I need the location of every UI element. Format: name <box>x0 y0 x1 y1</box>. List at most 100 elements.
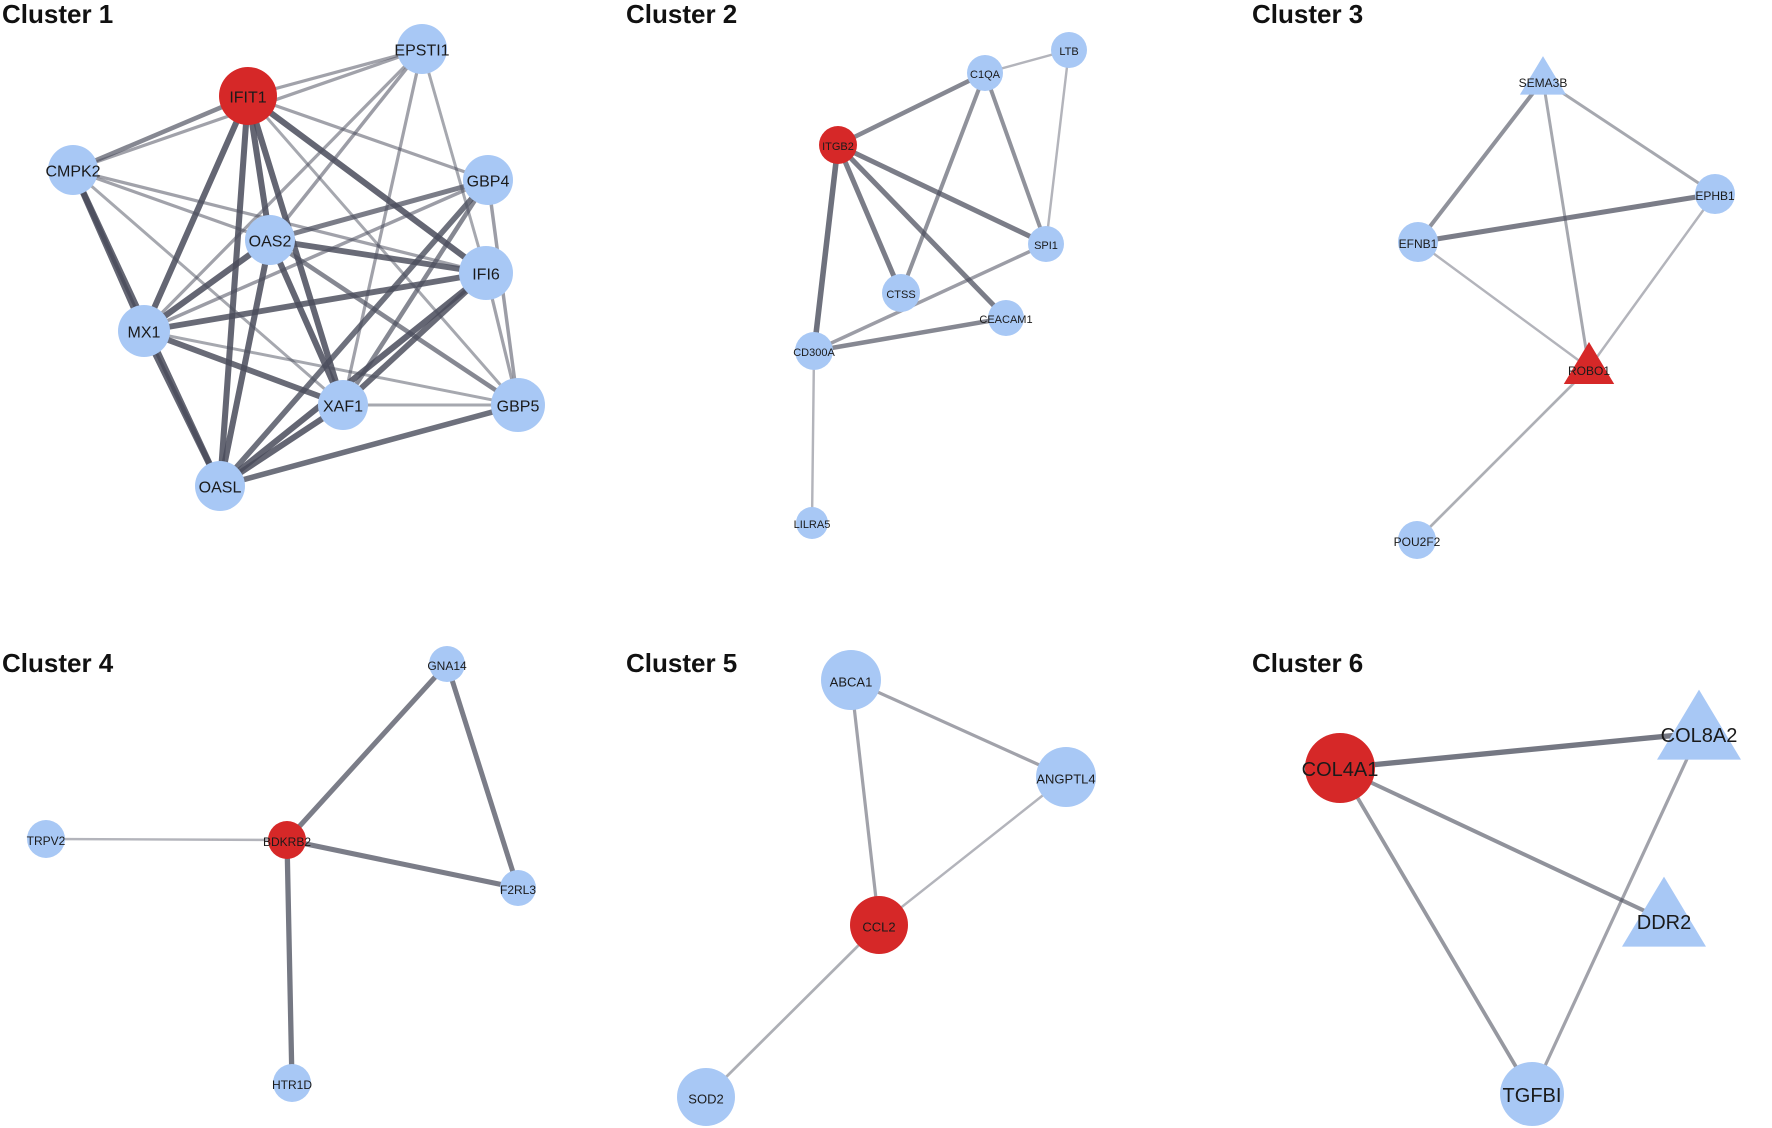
node-oas2-circle <box>245 215 295 265</box>
edge-itgb2-c1qa <box>835 70 988 148</box>
node-col8a2-triangle <box>1657 689 1741 760</box>
edge-cd300a-lilra5 <box>810 349 816 525</box>
node-ctss-circle <box>882 274 920 312</box>
node-efnb1[interactable]: EFNB1 <box>1398 222 1438 262</box>
node-oas2[interactable]: OAS2 <box>245 215 295 265</box>
node-mx1[interactable]: MX1 <box>118 305 170 357</box>
edge-mx1-xaf1 <box>141 328 346 408</box>
node-f2rl3[interactable]: F2RL3 <box>500 870 536 906</box>
node-col4a1[interactable]: COL4A1 <box>1302 733 1379 803</box>
node-label-ephb1: EPHB1 <box>1695 189 1735 203</box>
node-label-ceacam1: CEACAM1 <box>979 314 1032 326</box>
node-ephb1-circle <box>1695 174 1735 214</box>
node-spi1[interactable]: SPI1 <box>1028 226 1064 262</box>
node-ceacam1-circle <box>988 300 1024 336</box>
node-angptl4[interactable]: ANGPTL4 <box>1036 747 1096 807</box>
edge-sema3b-efnb1 <box>1416 78 1545 244</box>
node-xaf1[interactable]: XAF1 <box>318 380 368 430</box>
edge-mx1-gbp5 <box>142 329 520 407</box>
edge-itgb2-ctss <box>835 142 904 296</box>
node-label-gna14: GNA14 <box>427 659 467 673</box>
edge-sema3b-robo1 <box>1541 78 1591 370</box>
node-label-ctss: CTSS <box>886 289 915 301</box>
node-trpv2[interactable]: TRPV2 <box>27 820 66 858</box>
node-ctss[interactable]: CTSS <box>882 274 920 312</box>
node-label-trpv2: TRPV2 <box>27 834 66 848</box>
edge-mx1-oasl <box>140 327 224 490</box>
node-itgb2[interactable]: ITGB2 <box>819 126 857 164</box>
node-cd300a[interactable]: CD300A <box>793 332 835 370</box>
node-ccl2[interactable]: CCL2 <box>850 896 908 954</box>
edge-bdkrb2-htr1d <box>284 837 295 1086</box>
node-label-f2rl3: F2RL3 <box>500 883 536 897</box>
edge-col4a1-tgfbi <box>1338 766 1534 1096</box>
node-ifit1-circle <box>219 67 277 125</box>
node-oasl-circle <box>195 461 245 511</box>
edge-oas2-oasl <box>216 236 274 490</box>
node-lilra5-circle <box>796 507 828 539</box>
node-label-c1qa: C1QA <box>970 69 1001 81</box>
edge-gbp5-oasl <box>217 402 521 489</box>
node-robo1[interactable]: ROBO1 <box>1563 342 1615 384</box>
node-sema3b[interactable]: SEMA3B <box>1519 56 1568 95</box>
node-sod2-circle <box>677 1068 735 1126</box>
edge-cmpk2-oas2 <box>71 168 272 242</box>
node-gbp4[interactable]: GBP4 <box>463 155 513 205</box>
node-ddr2-triangle <box>1622 876 1706 947</box>
edge-trpv2-bdkrb2 <box>44 837 289 842</box>
node-htr1d-circle <box>273 1064 311 1102</box>
edge-ifit1-gbp4 <box>246 94 490 182</box>
node-label-xaf1: XAF1 <box>323 399 363 416</box>
node-gbp5[interactable]: GBP5 <box>491 378 545 432</box>
node-ceacam1[interactable]: CEACAM1 <box>979 300 1033 336</box>
node-f2rl3-circle <box>500 870 536 906</box>
node-ccl2-circle <box>850 896 908 954</box>
node-abca1[interactable]: ABCA1 <box>821 650 881 710</box>
node-label-gbp4: GBP4 <box>467 174 510 191</box>
node-label-ifi6: IFI6 <box>472 267 500 284</box>
edge-ifit1-epsti1 <box>246 47 424 98</box>
edge-gna14-f2rl3 <box>444 661 521 891</box>
edge-ifit1-gbp5 <box>246 94 520 407</box>
node-cmpk2[interactable]: CMPK2 <box>45 145 101 195</box>
node-ifit1[interactable]: IFIT1 <box>219 67 277 125</box>
node-col8a2[interactable]: COL8A2 <box>1657 689 1741 760</box>
edge-ccl2-sod2 <box>704 923 881 1099</box>
node-epsti1[interactable]: EPSTI1 <box>394 24 450 74</box>
edge-bdkrb2-f2rl3 <box>284 837 521 891</box>
node-tgfbi-circle <box>1500 1062 1564 1126</box>
node-tgfbi[interactable]: TGFBI <box>1500 1062 1564 1126</box>
cluster-3-title: Cluster 3 <box>1252 0 1363 29</box>
node-bdkrb2[interactable]: BDKRB2 <box>263 821 311 859</box>
node-ltb[interactable]: LTB <box>1051 32 1087 68</box>
node-epsti1-circle <box>397 24 447 74</box>
cluster-1-edges <box>69 47 521 490</box>
node-lilra5[interactable]: LILRA5 <box>794 507 831 539</box>
node-c1qa[interactable]: C1QA <box>967 55 1003 91</box>
node-sod2[interactable]: SOD2 <box>677 1068 735 1126</box>
node-gna14[interactable]: GNA14 <box>427 646 467 682</box>
node-htr1d[interactable]: HTR1D <box>272 1064 312 1102</box>
node-oasl[interactable]: OASL <box>195 461 245 511</box>
node-cd300a-circle <box>795 332 833 370</box>
node-gbp4-circle <box>463 155 513 205</box>
node-ddr2[interactable]: DDR2 <box>1622 876 1706 947</box>
node-label-ddr2: DDR2 <box>1637 912 1691 934</box>
node-pou2f2[interactable]: POU2F2 <box>1394 521 1441 559</box>
node-col4a1-circle <box>1305 733 1375 803</box>
node-label-sod2: SOD2 <box>688 1092 723 1107</box>
edge-col4a1-col8a2 <box>1337 730 1702 771</box>
edge-efnb1-robo1 <box>1416 240 1591 370</box>
node-label-lilra5: LILRA5 <box>794 519 831 531</box>
cluster-6-title: Cluster 6 <box>1252 648 1363 678</box>
node-label-bdkrb2: BDKRB2 <box>263 835 311 849</box>
node-ifi6[interactable]: IFI6 <box>459 246 513 300</box>
node-label-col8a2: COL8A2 <box>1661 725 1738 747</box>
node-gna14-circle <box>429 646 465 682</box>
node-label-ltb: LTB <box>1059 46 1078 58</box>
node-ephb1[interactable]: EPHB1 <box>1695 174 1735 214</box>
